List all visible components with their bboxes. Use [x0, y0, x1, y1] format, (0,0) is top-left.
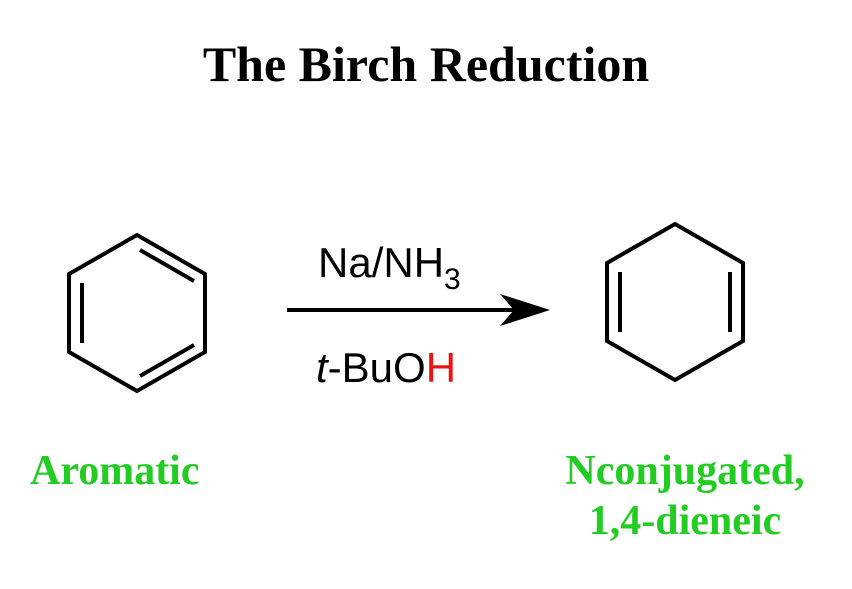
page-title: The Birch Reduction	[202, 36, 650, 92]
reagent-bottom-middle: -BuO	[327, 344, 426, 391]
cyclohexadiene-structure	[605, 221, 745, 383]
reagent-bottom-hydrogen: H	[425, 344, 457, 391]
reagent-top-subscript: 3	[444, 263, 461, 296]
reagent-bottom-prefix: t	[316, 344, 328, 391]
reactant-label: Aromatic	[30, 448, 200, 494]
arrow-head	[500, 294, 550, 326]
benzene-double-bond-2	[139, 343, 195, 378]
product-label-line2: 1,4-dieneic	[588, 498, 782, 544]
cyclohexadiene-ring	[605, 221, 745, 383]
product-label-line1: Nconjugated,	[565, 448, 805, 494]
reagent-top-text: Na/NH	[318, 239, 445, 286]
product-label: Nconjugated, 1,4-dieneic	[540, 446, 830, 546]
reagent-sodium-ammonia: Na/NH3	[318, 239, 461, 295]
benzene-structure	[67, 232, 207, 394]
benzene-double-bond-1	[139, 248, 195, 283]
benzene-ring	[67, 232, 207, 394]
reaction-arrow	[287, 294, 550, 326]
reagent-tert-butanol: t-BuOH	[316, 345, 456, 391]
